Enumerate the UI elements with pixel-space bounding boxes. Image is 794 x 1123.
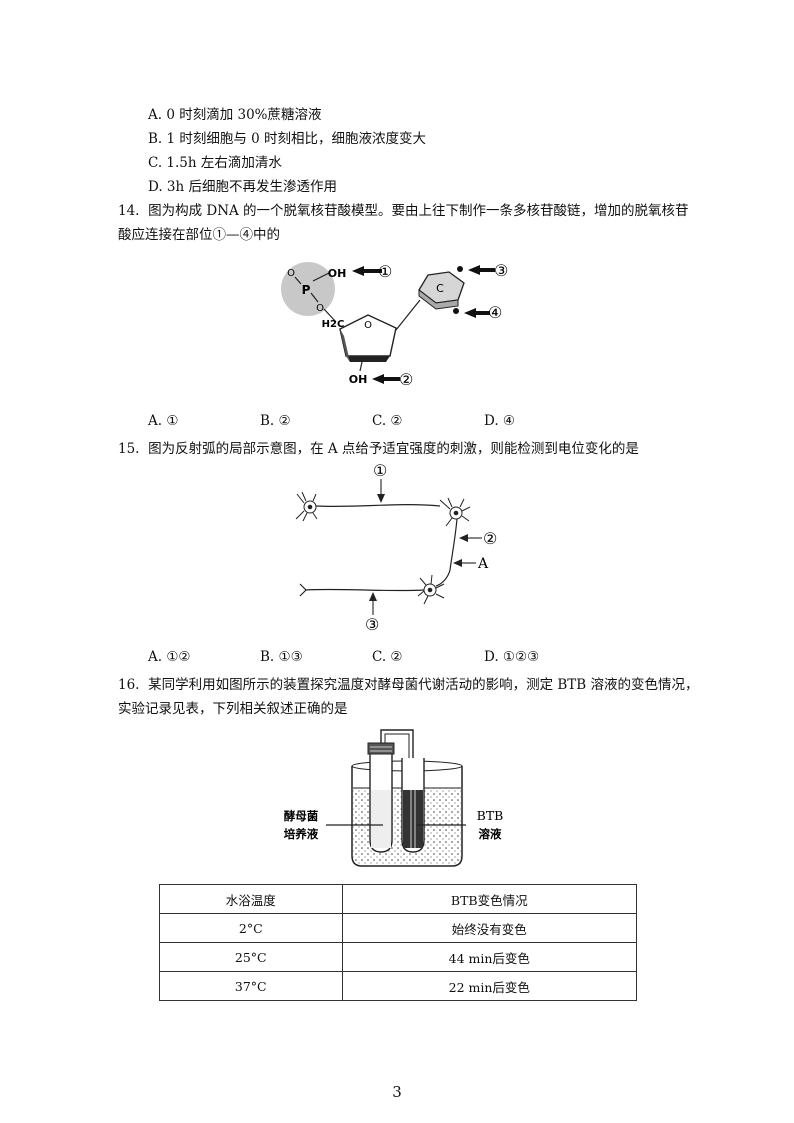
q14-stem-line2: 酸应连接在部位①—④中的 <box>118 227 280 243</box>
table-row: 25°C 44 min后变色 <box>159 942 638 972</box>
q14-option-a: A. ① <box>148 413 179 429</box>
experiment-record-table: 水浴温度 BTB变色情况 2°C 始终没有变色 25°C 44 min后变色 3… <box>159 884 638 1001</box>
q14-stem-line1: 14. 图为构成 DNA 的一个脱氧核苷酸模型。要由上往下制作一条多核苷酸链，增… <box>118 199 689 219</box>
phosphate-circle <box>281 262 335 316</box>
mark-2: ② <box>399 370 413 389</box>
yeast-tube <box>369 752 393 853</box>
arrow-3 <box>468 265 495 275</box>
table-header-btb-change: BTB变色情况 <box>341 884 638 914</box>
water-bath-beaker <box>351 766 463 867</box>
ch2-label: H2C <box>322 319 345 330</box>
arrow-4 <box>464 308 490 318</box>
base-hexagon <box>418 271 465 304</box>
oh-top-label: OH <box>328 267 347 280</box>
table-cell-temperature: 37°C <box>159 971 343 1001</box>
base-c-label: C <box>436 282 444 295</box>
phosphate-o-top: O <box>287 268 295 279</box>
q14-option-c: C. ② <box>372 413 403 429</box>
mark-4: ④ <box>488 303 502 322</box>
reflex-mark-1: ① <box>373 461 387 480</box>
q14-option-d: D. ④ <box>484 413 516 429</box>
table-cell-btb-change: 44 min后变色 <box>341 942 638 972</box>
btb-tube <box>401 758 425 853</box>
table-cell-btb-change: 22 min后变色 <box>341 971 638 1001</box>
q13-option-d: D. 3h 后细胞不再发生渗透作用 <box>148 179 337 195</box>
q16-number: 16. <box>118 677 140 693</box>
yeast-label-1: 酵母菌 <box>284 809 319 823</box>
table-cell-temperature: 2°C <box>159 913 343 943</box>
q13-option-a: A. 0 时刻滴加 30%蔗糖溶液 <box>148 107 322 123</box>
phosphate-p-label: P <box>302 283 311 297</box>
oh-bottom-label: OH <box>349 373 368 386</box>
q15-option-a: A. ①② <box>148 649 191 665</box>
phosphate-o-bottom: O <box>316 303 324 314</box>
page-number: 3 <box>392 1083 402 1101</box>
mark-1: ① <box>378 262 392 281</box>
neuron-bottom <box>417 574 445 605</box>
table-cell-temperature: 25°C <box>159 942 343 972</box>
q16-stem-line2: 实验记录见表，下列相关叙述正确的是 <box>118 701 348 717</box>
q15-option-c: C. ② <box>372 649 403 665</box>
reflex-mark-3: ③ <box>365 615 379 634</box>
table-header-row: 水浴温度 BTB变色情况 <box>159 884 638 914</box>
arrow-1 <box>352 266 382 276</box>
reflex-mark-2: ② <box>483 529 497 548</box>
q13-option-b: B. 1 时刻细胞与 0 时刻相比，细胞液浓度变大 <box>148 131 427 147</box>
q15-option-b: B. ①③ <box>260 649 303 665</box>
gas-tube <box>380 729 414 828</box>
reflex-point-a: A <box>477 556 489 572</box>
q15-number: 15. <box>118 441 140 457</box>
q14-option-b: B. ② <box>260 413 291 429</box>
btb-label-2: 溶液 <box>479 827 502 841</box>
q14-number: 14. <box>118 203 140 219</box>
neuron-left <box>295 491 318 522</box>
btb-label-1: BTB <box>477 808 504 823</box>
table-header-temperature: 水浴温度 <box>159 884 343 914</box>
q16-stem-text-1: 某同学利用如图所示的装置探究温度对酵母菌代谢活动的影响，测定 BTB 溶液的变色… <box>148 677 699 693</box>
ring-o-label: O <box>364 320 372 331</box>
neuron-right-top <box>439 497 471 527</box>
q15-stem-text: 图为反射弧的局部示意图，在 A 点给予适宜强度的刺激，则能检测到电位变化的是 <box>148 441 639 457</box>
table-row: 2°C 始终没有变色 <box>159 913 638 943</box>
q15-stem: 15. 图为反射弧的局部示意图，在 A 点给予适宜强度的刺激，则能检测到电位变化… <box>118 437 639 457</box>
q14-stem-text-1: 图为构成 DNA 的一个脱氧核苷酸模型。要由上往下制作一条多核苷酸链，增加的脱氧… <box>148 203 689 219</box>
q13-option-c: C. 1.5h 左右滴加清水 <box>148 155 282 171</box>
yeast-label-2: 培养液 <box>284 827 319 841</box>
table-cell-btb-change: 始终没有变色 <box>341 913 638 943</box>
table-row: 37°C 22 min后变色 <box>159 971 638 1001</box>
mark-3: ③ <box>494 261 508 280</box>
arrow-2 <box>372 374 400 384</box>
deoxyribose <box>339 314 397 357</box>
q16-stem-line1: 16. 某同学利用如图所示的装置探究温度对酵母菌代谢活动的影响，测定 BTB 溶… <box>118 673 699 693</box>
q15-option-d: D. ①②③ <box>484 649 540 665</box>
